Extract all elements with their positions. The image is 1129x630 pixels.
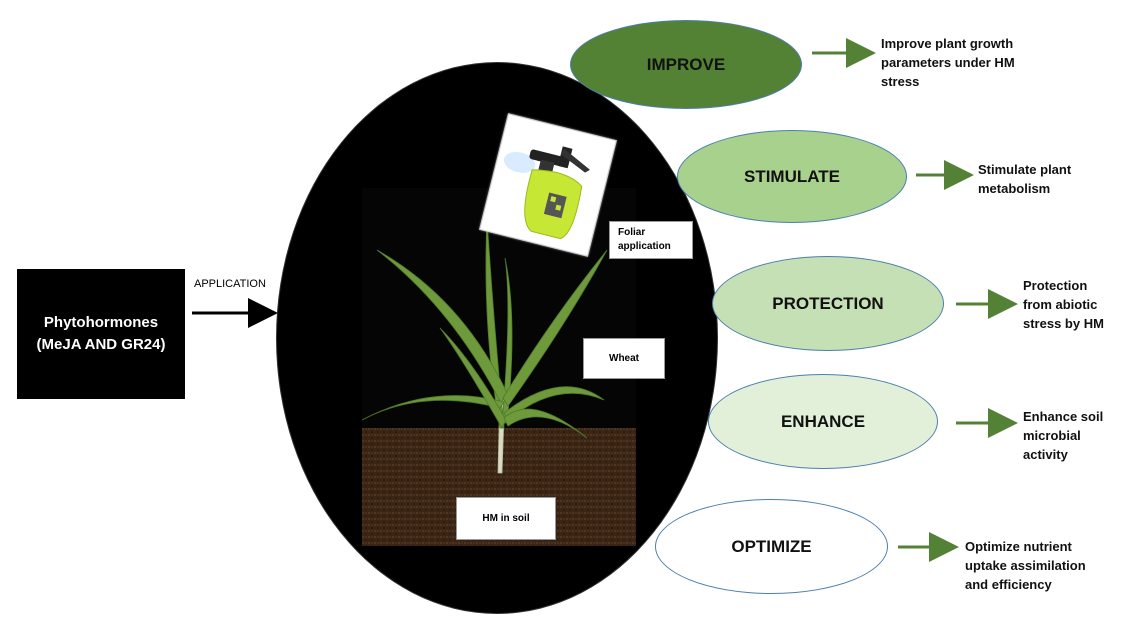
wheat-photo: [362, 188, 636, 546]
phytohormones-box: Phytohormones (MeJA AND GR24): [17, 269, 185, 399]
optimize-desc-line: and efficiency: [965, 577, 1052, 592]
enhance-description: Enhance soil microbial activity: [1023, 407, 1123, 464]
improve-description: Improve plant growth parameters under HM…: [881, 34, 1061, 91]
stimulate-ellipse: STIMULATE: [677, 130, 907, 223]
foliar-label-line2: application: [618, 241, 671, 252]
application-label: APPLICATION: [194, 278, 266, 290]
foliar-label-line1: Foliar: [618, 227, 646, 238]
optimize-desc-line: Optimize nutrient: [965, 539, 1072, 554]
phytohormones-title: Phytohormones: [43, 314, 159, 331]
enhance-desc-line: Enhance soil: [1023, 409, 1104, 424]
optimize-description: Optimize nutrient uptake assimilation an…: [965, 537, 1125, 594]
enhance-desc-line: microbial: [1023, 428, 1081, 443]
improve-desc-line: parameters under HM: [881, 55, 1015, 70]
protection-desc-line: from abiotic: [1023, 297, 1098, 312]
improve-ellipse: IMPROVE: [570, 20, 802, 109]
spray-bottle-icon: [503, 146, 590, 240]
stimulate-desc-line: metabolism: [978, 181, 1051, 196]
stimulate-desc-line: Stimulate plant: [978, 162, 1072, 177]
optimize-desc-line: uptake assimilation: [965, 558, 1086, 573]
protection-desc-line: Protection: [1023, 278, 1088, 293]
foliar-application-label: Foliar application: [609, 221, 693, 259]
protection-description: Protection from abiotic stress by HM: [1023, 276, 1128, 333]
optimize-ellipse: OPTIMIZE: [655, 499, 888, 594]
stimulate-description: Stimulate plant metabolism: [978, 160, 1108, 198]
enhance-desc-line: activity: [1023, 447, 1068, 462]
enhance-ellipse: ENHANCE: [708, 374, 938, 469]
phytohormones-subtitle: (MeJA AND GR24): [36, 336, 166, 353]
sprayer-image: [479, 113, 617, 257]
hm-in-soil-label: HM in soil: [456, 497, 556, 540]
protection-desc-line: stress by HM: [1023, 316, 1104, 331]
wheat-label: Wheat: [583, 338, 665, 379]
improve-desc-line: Improve plant growth: [881, 36, 1014, 51]
improve-desc-line: stress: [881, 74, 920, 89]
protection-ellipse: PROTECTION: [712, 256, 944, 351]
